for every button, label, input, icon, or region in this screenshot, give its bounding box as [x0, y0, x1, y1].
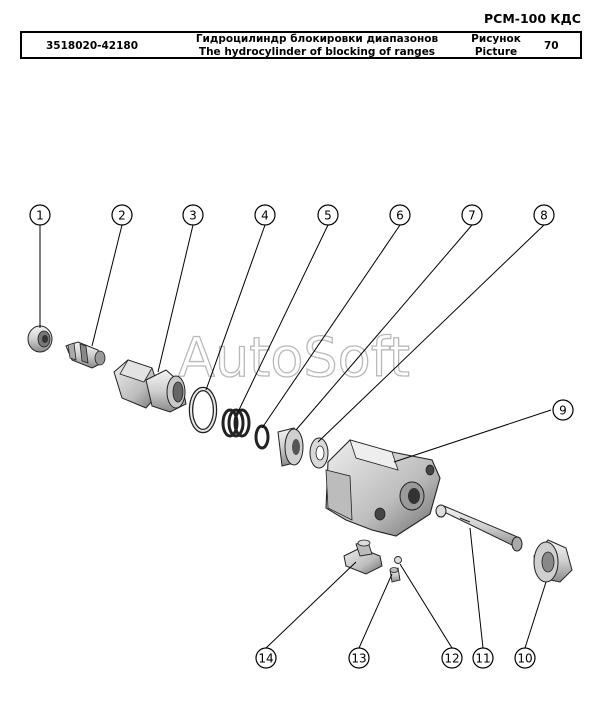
part-5-spring — [221, 408, 251, 438]
title-ru: Гидроцилиндр блокировки диапазонов — [195, 33, 439, 45]
callout-10: 10 — [514, 647, 536, 669]
svg-text:11: 11 — [475, 652, 490, 666]
svg-text:4: 4 — [261, 209, 269, 223]
title-en: The hydrocylinder of blocking of ranges — [198, 45, 436, 58]
part-3-hex-plug — [113, 359, 187, 413]
callout-3: 3 — [182, 204, 204, 226]
callout-8: 8 — [533, 204, 555, 226]
callout-11: 11 — [472, 647, 494, 669]
part-9-housing — [325, 439, 441, 537]
svg-text:6: 6 — [396, 209, 404, 223]
callout-6: 6 — [389, 204, 411, 226]
leader-13 — [358, 573, 393, 649]
part-2-valve — [65, 341, 106, 369]
part-8-washer — [309, 437, 329, 469]
leader-lines — [39, 224, 552, 649]
part-11-rod — [435, 504, 523, 552]
svg-text:7: 7 — [468, 209, 476, 223]
part-14-plug — [343, 539, 383, 575]
callout-14: 14 — [255, 647, 277, 669]
picture-label-ru: Рисунок — [471, 33, 521, 45]
part-4-o-ring — [188, 386, 218, 434]
leader-5 — [237, 224, 329, 413]
callout-balloons: 1 2 3 4 5 6 7 8 9 10 11 12 13 14 — [29, 204, 574, 669]
picture-number: 70 — [544, 40, 559, 52]
callout-2: 2 — [111, 204, 133, 226]
leader-11 — [469, 527, 484, 649]
picture-label-en: Picture — [474, 45, 518, 58]
leader-12 — [399, 563, 453, 649]
callout-1: 1 — [29, 204, 51, 226]
part-12-ball — [394, 556, 402, 564]
picture-label: Рисунок Picture — [466, 33, 526, 58]
part-7-bushing — [277, 427, 304, 467]
callout-9: 9 — [552, 399, 574, 421]
part-10-cover — [533, 539, 573, 583]
svg-text:14: 14 — [258, 652, 273, 666]
callout-7: 7 — [461, 204, 483, 226]
watermark: AutoSoft — [178, 326, 410, 389]
svg-text:1: 1 — [36, 209, 44, 223]
part-6-ring — [254, 424, 270, 450]
leader-8 — [317, 224, 545, 443]
svg-text:5: 5 — [324, 209, 332, 223]
callout-4: 4 — [254, 204, 276, 226]
model-code: РСМ-100 КДС — [484, 11, 581, 26]
leader-10 — [524, 581, 547, 649]
leader-2 — [91, 224, 123, 347]
svg-text:8: 8 — [540, 209, 548, 223]
svg-text:10: 10 — [517, 652, 532, 666]
leader-6 — [261, 224, 401, 429]
leader-14 — [265, 561, 357, 649]
leader-3 — [157, 224, 194, 373]
assembly-title: Гидроцилиндр блокировки диапазонов The h… — [182, 33, 452, 58]
leader-4 — [205, 224, 266, 391]
svg-text:3: 3 — [189, 209, 197, 223]
callout-12: 12 — [441, 647, 463, 669]
callout-5: 5 — [317, 204, 339, 226]
svg-text:12: 12 — [444, 652, 459, 666]
leader-7 — [295, 224, 473, 431]
leader-9 — [393, 409, 552, 463]
part-13-pin — [389, 567, 401, 583]
svg-text:9: 9 — [559, 404, 567, 418]
svg-text:2: 2 — [118, 209, 126, 223]
svg-text:13: 13 — [351, 652, 366, 666]
callout-13: 13 — [348, 647, 370, 669]
title-block: 3518020-42180 Гидроцилиндр блокировки ди… — [20, 31, 582, 59]
part-number: 3518020-42180 — [46, 40, 139, 52]
part-1-cap — [27, 325, 53, 353]
